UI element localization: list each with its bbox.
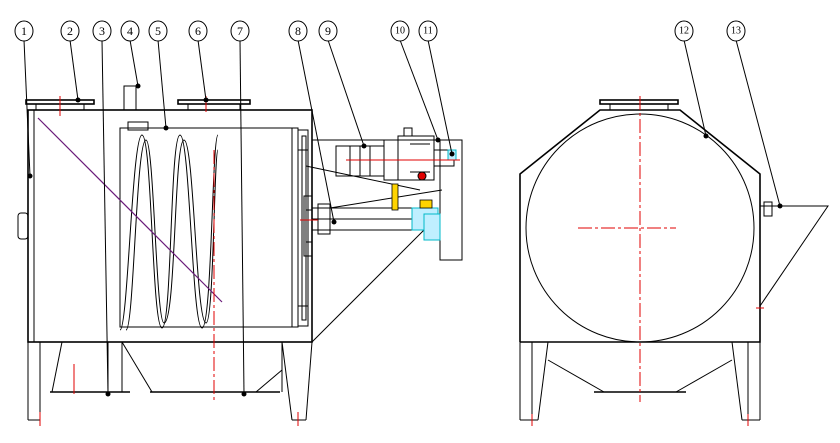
drive-plate bbox=[439, 139, 463, 261]
svg-text:6: 6 bbox=[195, 24, 201, 38]
chain-upper bbox=[305, 165, 421, 191]
inlet-flange-right bbox=[177, 99, 251, 105]
tensioner-bolt bbox=[391, 183, 399, 211]
svg-text:9: 9 bbox=[325, 24, 331, 38]
callouts: 1 2 3 4 5 6 7 8 bbox=[14, 20, 746, 42]
callout-6: 6 bbox=[188, 20, 208, 42]
housing-body bbox=[27, 109, 313, 343]
helical-screw bbox=[119, 134, 219, 331]
gearbox bbox=[397, 135, 435, 181]
callout-13: 13 bbox=[726, 20, 746, 42]
svg-text:5: 5 bbox=[155, 24, 161, 38]
callout-8: 8 bbox=[288, 20, 308, 42]
svg-text:8: 8 bbox=[295, 24, 301, 38]
svg-text:12: 12 bbox=[679, 26, 689, 37]
side-top-flange bbox=[599, 99, 679, 105]
svg-text:11: 11 bbox=[423, 26, 433, 37]
callout-9: 9 bbox=[318, 20, 338, 42]
legs-side bbox=[519, 341, 761, 421]
callout-2: 2 bbox=[60, 20, 80, 42]
door-handle bbox=[17, 212, 29, 240]
sprocket bbox=[417, 171, 427, 181]
callout-4: 4 bbox=[120, 20, 140, 42]
inclined-chute bbox=[37, 117, 223, 303]
end-flange-plate bbox=[297, 129, 309, 327]
drum-end-ring bbox=[291, 127, 299, 328]
front-view bbox=[17, 85, 463, 426]
chain-lower bbox=[329, 189, 443, 209]
vent-pipe bbox=[123, 85, 137, 111]
svg-text:3: 3 bbox=[99, 24, 105, 38]
svg-text:10: 10 bbox=[395, 26, 405, 37]
callout-10: 10 bbox=[390, 20, 410, 42]
svg-text:7: 7 bbox=[237, 24, 243, 38]
callout-5: 5 bbox=[148, 20, 168, 42]
leader-lines bbox=[23, 39, 783, 397]
side-chute bbox=[759, 205, 829, 307]
callout-12: 12 bbox=[674, 20, 694, 42]
callout-1: 1 bbox=[14, 20, 34, 42]
side-view bbox=[519, 96, 829, 426]
callout-7: 7 bbox=[230, 20, 250, 42]
legs-front bbox=[27, 341, 313, 421]
svg-text:1: 1 bbox=[21, 24, 27, 38]
svg-text:4: 4 bbox=[127, 24, 133, 38]
svg-text:2: 2 bbox=[67, 24, 73, 38]
svg-text:13: 13 bbox=[731, 26, 741, 37]
bracket-diagonal bbox=[311, 213, 441, 343]
drum-bracket bbox=[127, 121, 149, 131]
callout-3: 3 bbox=[92, 20, 112, 42]
callout-11: 11 bbox=[418, 20, 438, 42]
